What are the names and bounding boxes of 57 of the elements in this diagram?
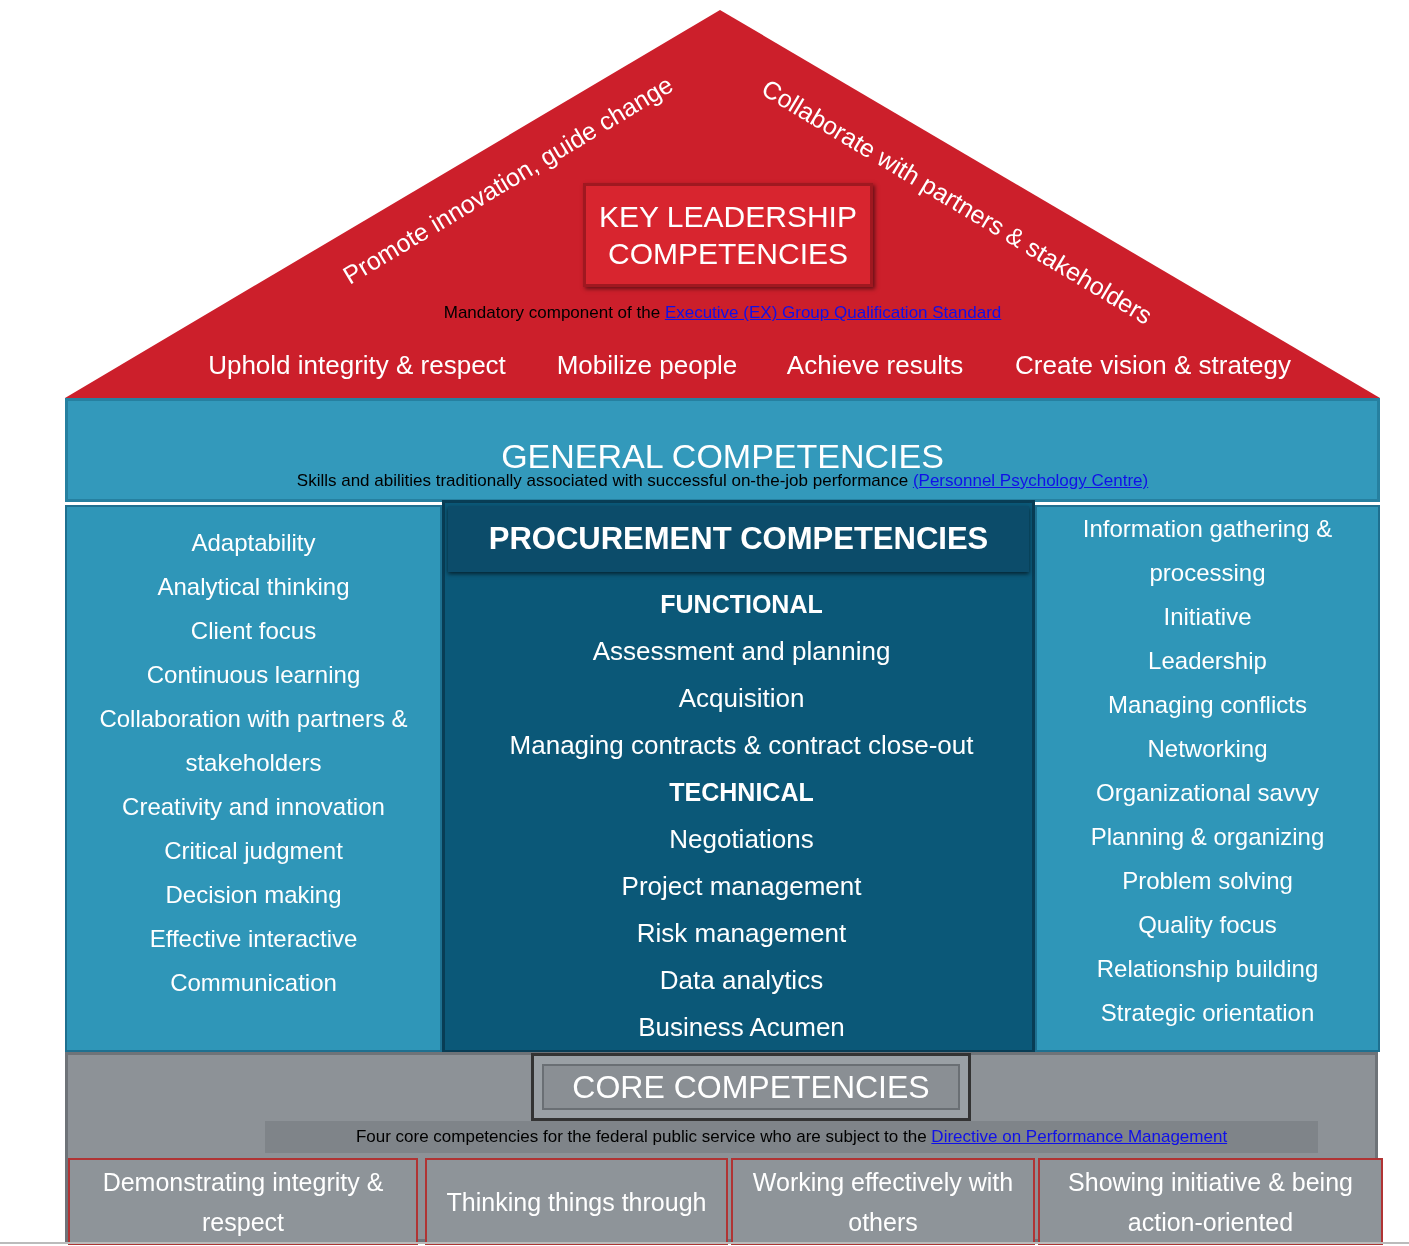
- competency-label: Continuous learning: [146, 660, 361, 690]
- competency-label: Managing contracts & contract close-out: [509, 729, 974, 762]
- competency-label: Collaboration with partners & stakeholders: [98, 704, 409, 778]
- competency-label: Planning & organizing: [1090, 822, 1325, 852]
- group-heading: TECHNICAL: [669, 777, 814, 808]
- competency-label: Initiative: [1163, 602, 1252, 632]
- competency-label: Showing initiative & being action-oriented: [1067, 1166, 1354, 1238]
- competency-box: [731, 1158, 1035, 1245]
- title-box: [531, 1053, 971, 1121]
- note-text: Four core competencies for the federal public service who are subject to the: [355, 1127, 927, 1146]
- competency-label: Decision making: [165, 880, 342, 910]
- competency-box: [425, 1158, 728, 1245]
- heading: KEY LEADERSHIP COMPETENCIES: [598, 198, 858, 272]
- competency-label: Effective interactive: [149, 924, 358, 954]
- competency-panel: [65, 505, 442, 1052]
- competency-label: Business Acumen: [638, 1011, 845, 1044]
- competency-panel: [442, 500, 1035, 1053]
- title-box: [583, 183, 873, 287]
- competency-label: Creativity and innovation: [122, 792, 385, 822]
- competency-label: Assessment and planning: [592, 635, 891, 668]
- roof-triangle: [65, 10, 1380, 398]
- competency-panel: [1035, 505, 1380, 1052]
- competency-label: Critical judgment: [164, 836, 343, 866]
- competency-label: Client focus: [190, 616, 317, 646]
- competency-label: Organizational savvy: [1096, 778, 1319, 808]
- competency-label: Data analytics: [659, 964, 824, 997]
- heading: CORE COMPETENCIES: [572, 1068, 930, 1106]
- competency-label: Leadership: [1148, 646, 1267, 676]
- group-heading: FUNCTIONAL: [660, 589, 823, 620]
- competency-label: Analytical thinking: [157, 572, 350, 602]
- link: Executive (EX) Group Qualification Standard: [664, 303, 1002, 322]
- competency-label: Information gathering & processing: [1081, 514, 1334, 588]
- competency-label: Create vision & strategy: [1015, 349, 1291, 381]
- competency-label: Problem solving: [1122, 866, 1293, 896]
- competency-label: Managing conflicts: [1108, 690, 1307, 720]
- competency-label: Risk management: [636, 917, 847, 950]
- heading-band: [65, 398, 1380, 502]
- competency-label: Relationship building: [1096, 954, 1319, 984]
- competency-label: Demonstrating integrity & respect: [101, 1166, 385, 1238]
- competency-label: Achieve results: [786, 349, 964, 381]
- competency-label: Networking: [1147, 734, 1268, 764]
- note-text: Mandatory component of the: [443, 303, 661, 322]
- competency-label: Uphold integrity & respect: [208, 349, 506, 381]
- link: Directive on Performance Management: [931, 1127, 1228, 1146]
- competency-label: Thinking things through: [445, 1186, 708, 1218]
- competency-label: Acquisition: [678, 682, 805, 715]
- competency-label: Mobilize people: [556, 349, 738, 381]
- competency-box: [68, 1158, 418, 1245]
- competency-label: Communication: [170, 968, 337, 998]
- competency-label: Working effectively with others: [751, 1166, 1015, 1238]
- competency-label: Adaptability: [191, 528, 316, 558]
- competency-label: Project management: [621, 870, 862, 903]
- heading: PROCUREMENT COMPETENCIES: [448, 506, 1029, 572]
- competency-label: Strategic orientation: [1100, 998, 1315, 1028]
- competency-label: Quality focus: [1138, 910, 1277, 940]
- competency-label: Negotiations: [669, 823, 814, 856]
- competency-box: [1038, 1158, 1383, 1245]
